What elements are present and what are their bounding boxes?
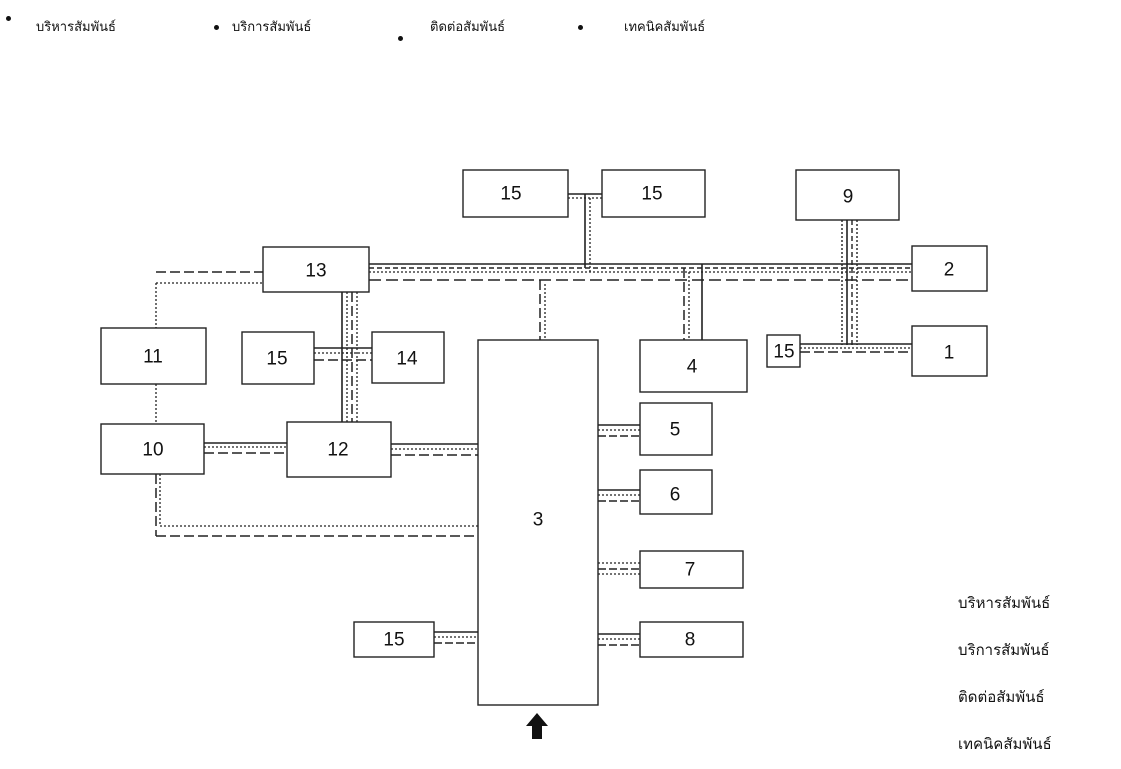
box-label: 15 xyxy=(641,184,662,205)
box-15-bottom: 15 xyxy=(354,622,434,657)
box-3: 3 xyxy=(478,340,598,705)
box-label: 9 xyxy=(843,187,854,208)
connector-15-14 xyxy=(314,348,372,360)
box-label: 8 xyxy=(685,630,696,651)
box-label: 14 xyxy=(396,349,418,370)
connector-15-1 xyxy=(800,344,912,352)
box-label: 5 xyxy=(670,420,681,441)
side-legend-service: บริการสัมพันธ์ xyxy=(958,627,1118,674)
box-15-top-left: 15 xyxy=(463,170,568,217)
box-4: 4 xyxy=(640,340,747,392)
side-legend-administrative: บริหารสัมพันธ์ xyxy=(958,580,1118,627)
connector-12-3 xyxy=(391,444,478,455)
side-legend-contact: ติดต่อสัมพันธ์ xyxy=(958,674,1118,721)
connector-trunk-3 xyxy=(540,280,545,340)
boxes: 15 15 9 13 2 11 15 14 3 4 15 1 10 12 5 6… xyxy=(101,170,987,705)
connector-13-2 xyxy=(369,264,912,280)
box-6: 6 xyxy=(640,470,712,514)
connector-3-6 xyxy=(598,490,640,501)
box-label: 15 xyxy=(773,342,794,363)
box-5: 5 xyxy=(640,403,712,455)
box-label: 11 xyxy=(143,347,163,368)
box-13: 13 xyxy=(263,247,369,292)
box-label: 6 xyxy=(670,485,681,506)
box-label: 3 xyxy=(533,510,544,531)
connector-15-3-bottom xyxy=(434,632,478,643)
box-label: 12 xyxy=(327,440,348,461)
box-label: 7 xyxy=(685,560,696,581)
box-11: 11 xyxy=(101,328,206,384)
connector-13-11 xyxy=(156,272,263,328)
box-15-small: 15 xyxy=(767,335,800,367)
box-label: 2 xyxy=(944,260,955,281)
connector-13-12 xyxy=(342,292,357,422)
box-15-mid-left: 15 xyxy=(242,332,314,384)
box-8: 8 xyxy=(640,622,743,657)
box-9: 9 xyxy=(796,170,899,220)
box-1: 1 xyxy=(912,326,987,376)
side-legend: บริหารสัมพันธ์ บริการสัมพันธ์ ติดต่อสัมพ… xyxy=(958,580,1118,768)
box-2: 2 xyxy=(912,246,987,291)
box-label: 15 xyxy=(266,349,287,370)
box-label: 15 xyxy=(383,630,404,651)
box-10: 10 xyxy=(101,424,204,474)
connector-10-12 xyxy=(204,443,287,453)
box-label: 13 xyxy=(305,261,326,282)
box-label: 15 xyxy=(500,184,521,205)
connector-10-3 xyxy=(156,474,478,536)
connector-trunk-4 xyxy=(684,264,702,340)
up-arrow-icon xyxy=(526,713,548,739)
side-legend-technical: เทคนิคสัมพันธ์ xyxy=(958,721,1118,768)
box-15-top-right: 15 xyxy=(602,170,705,217)
box-12: 12 xyxy=(287,422,391,477)
connector-9-1 xyxy=(842,220,857,345)
connector-3-7 xyxy=(598,563,640,574)
box-14: 14 xyxy=(372,332,444,383)
box-label: 1 xyxy=(944,343,955,364)
box-label: 4 xyxy=(687,357,698,378)
box-label: 10 xyxy=(142,440,163,461)
box-7: 7 xyxy=(640,551,743,588)
connector-15-15-top xyxy=(568,194,602,272)
connector-3-8 xyxy=(598,634,640,645)
connector-3-5 xyxy=(598,425,640,436)
